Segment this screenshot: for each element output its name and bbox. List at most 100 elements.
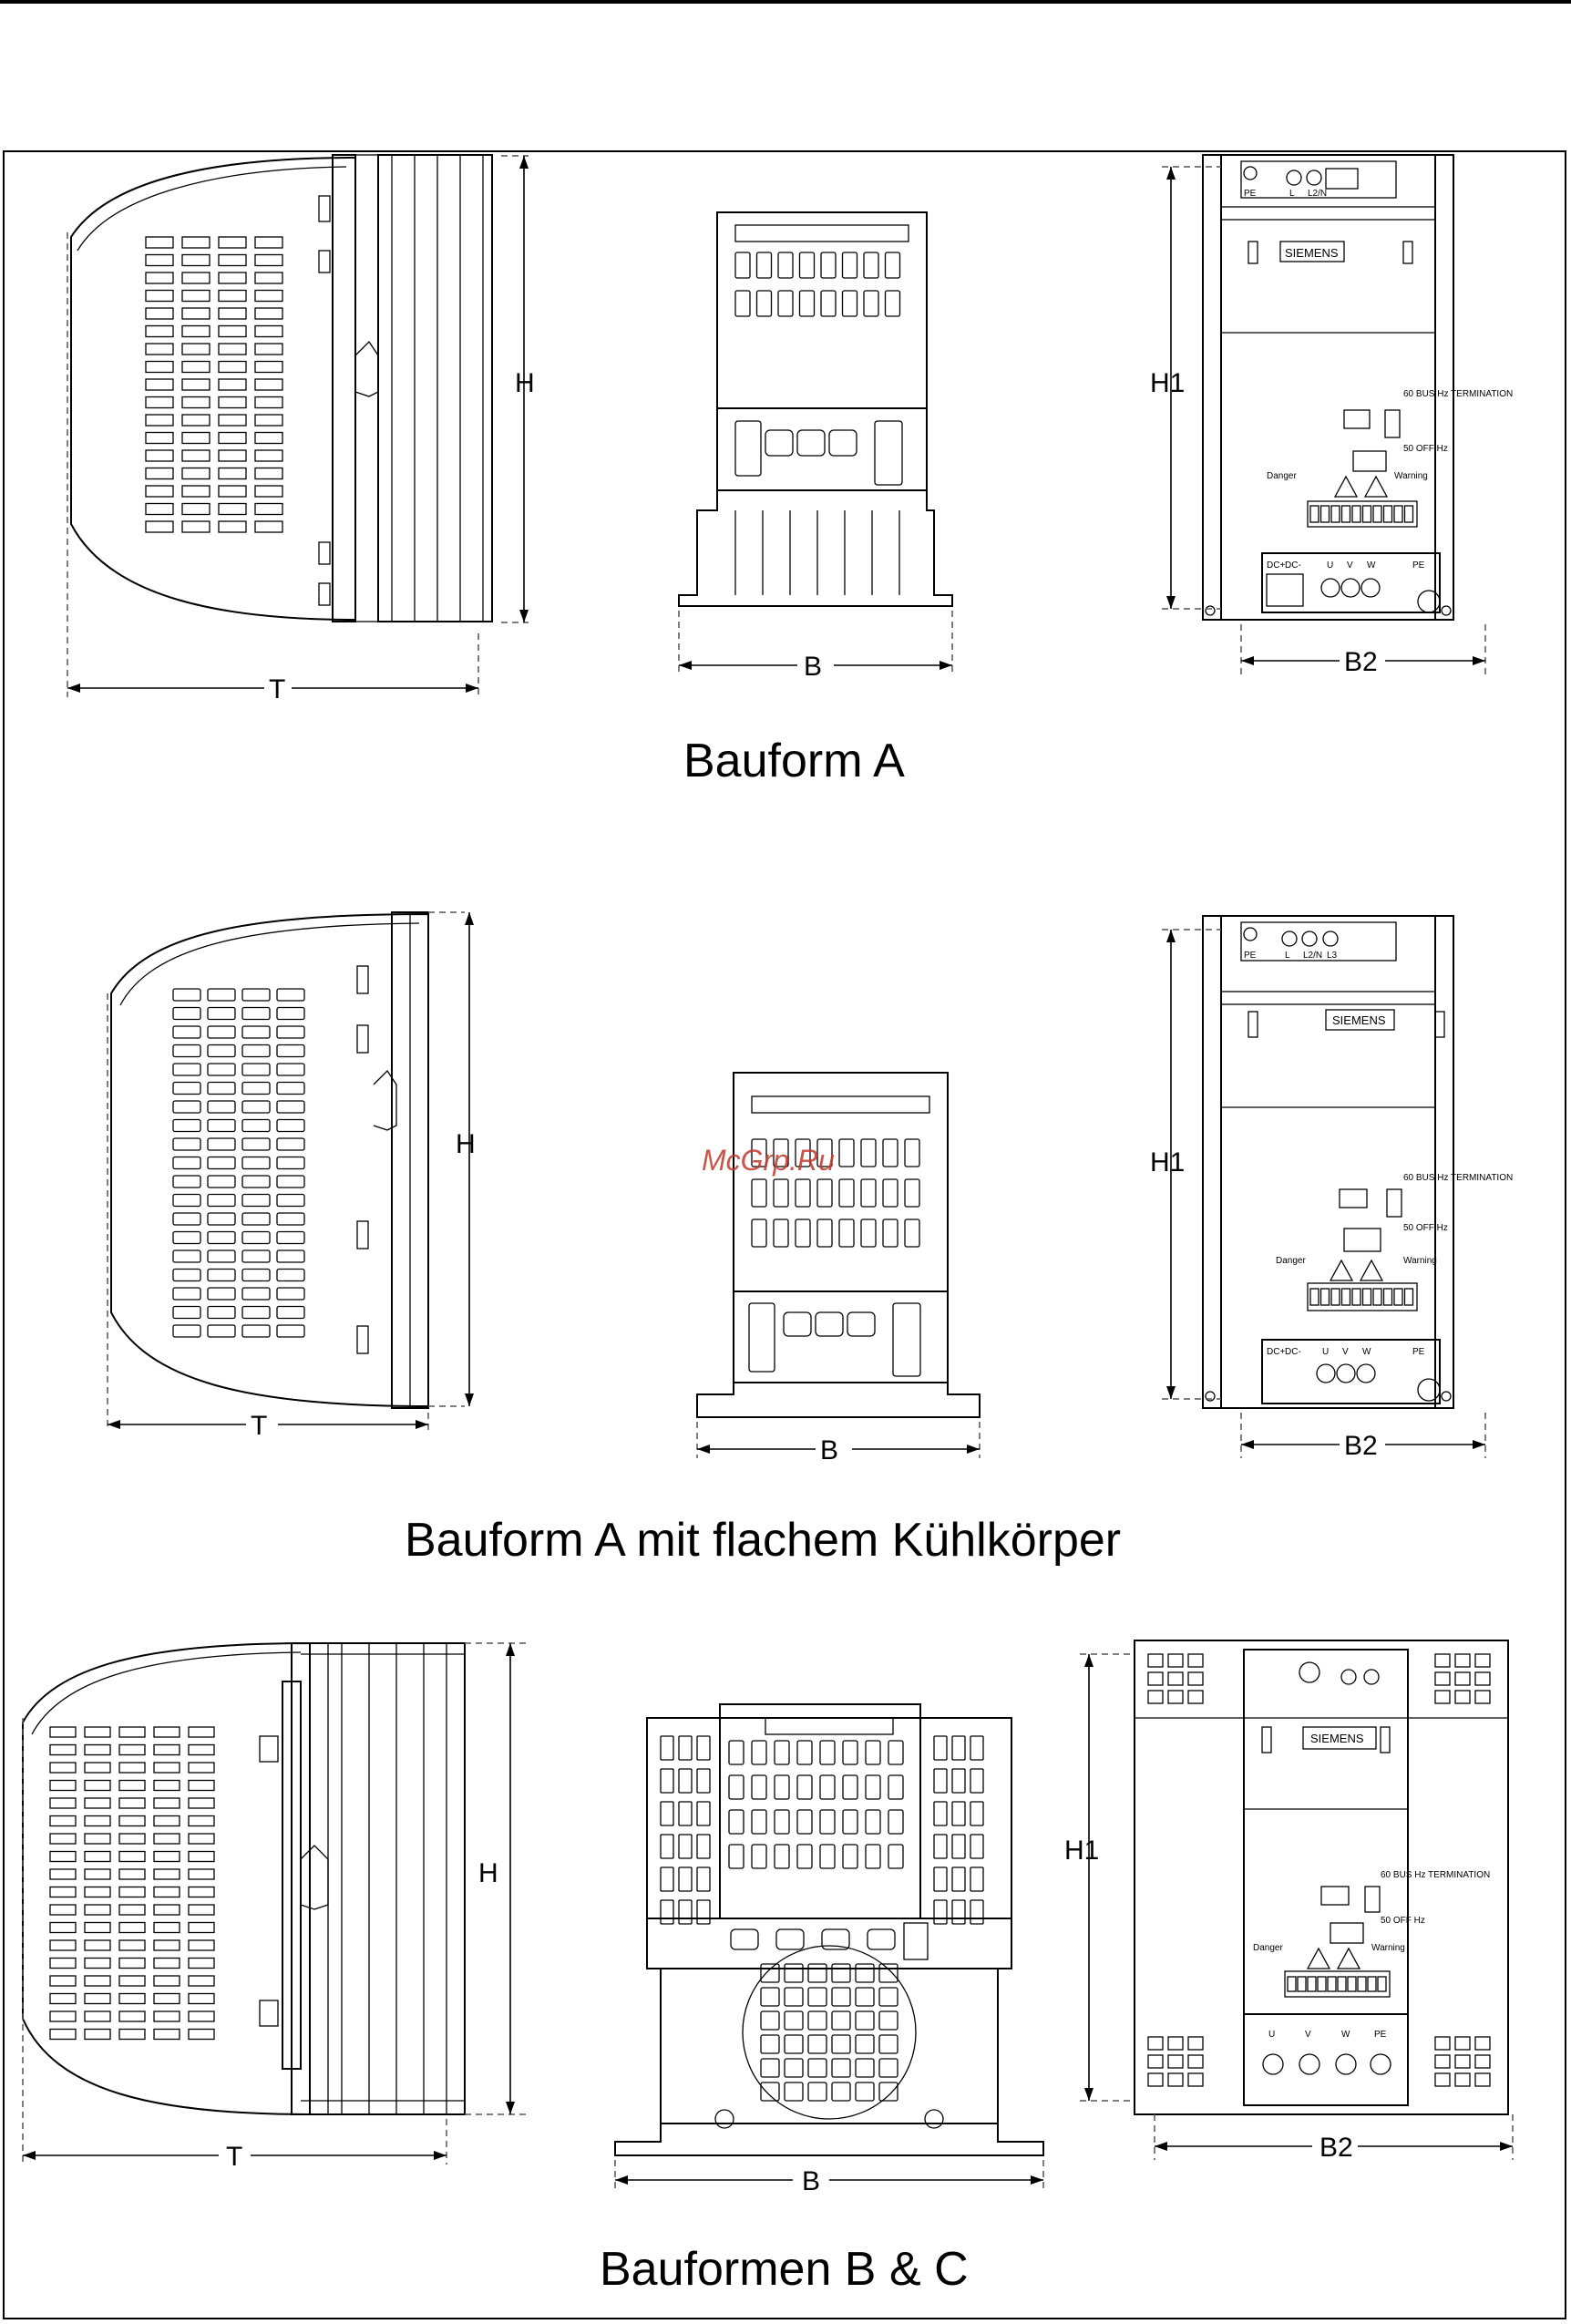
vent-slot: [181, 449, 210, 462]
vent-slot: [145, 502, 174, 516]
vent-slot: [84, 2010, 111, 2022]
front-vent-slot: [863, 290, 879, 317]
front-vent-slot: [882, 1178, 898, 1208]
side-vent-slot: [933, 1801, 948, 1826]
fan-grille-cell: [831, 2010, 851, 2031]
vent-slot: [241, 1268, 271, 1282]
back-vent-slot: [1474, 2054, 1491, 2069]
front-vent-slot: [773, 1178, 789, 1208]
vent-slot: [118, 2028, 146, 2041]
vent-slot: [254, 396, 283, 409]
terminal-label-dcplus: DC+: [1267, 1347, 1285, 1357]
terminal-label-w: W: [1362, 1347, 1371, 1357]
front-vent-slot: [865, 1844, 881, 1869]
terminal-label-u: U: [1322, 1347, 1329, 1357]
vent-slot: [153, 1992, 180, 2005]
side-vent-slot: [696, 1768, 711, 1794]
front-vent-slot: [820, 290, 837, 317]
side-vent-slot: [933, 1768, 948, 1794]
vent-slot: [254, 431, 283, 445]
fan-grille-cell: [831, 2082, 851, 2102]
front-vent-slot: [841, 252, 858, 279]
vent-slot: [145, 360, 174, 374]
vent-slot: [153, 2028, 180, 2041]
fan-grille-cell: [831, 2034, 851, 2054]
front-vent-slot: [888, 1809, 904, 1835]
terminal-screw: [1403, 1288, 1414, 1306]
vent-slot: [118, 1815, 146, 1827]
vent-slot: [188, 1957, 215, 1969]
terminal-screw: [1340, 1288, 1351, 1306]
front-vent-slot: [734, 252, 751, 279]
fan-grille-cell: [760, 1987, 780, 2007]
vent-slot: [49, 1957, 77, 1969]
vent-slot: [172, 1193, 201, 1208]
front-vent-slot: [728, 1740, 744, 1765]
vent-slot: [254, 502, 283, 516]
back-vent-slot: [1167, 2072, 1184, 2087]
vent-slot: [276, 1230, 305, 1245]
back-vent-slot: [1434, 1653, 1451, 1668]
back-vent-slot: [1187, 2036, 1204, 2051]
side-vent-slot: [951, 1899, 966, 1925]
back-vent-slot: [1167, 1690, 1184, 1704]
terminal-screw: [1382, 1288, 1393, 1306]
vent-slot: [172, 1063, 201, 1076]
front-vent-slot: [774, 1740, 790, 1765]
front-vent-slot: [863, 252, 879, 279]
side-vent-slot: [678, 1768, 693, 1794]
bauform-bc-front-view: B: [614, 1703, 1044, 2196]
vent-slot: [145, 324, 174, 338]
section-title-bauform-a: Bauform A: [683, 735, 905, 787]
dimension-label-b2: B2: [1344, 647, 1378, 677]
front-vent-slot: [774, 1774, 790, 1800]
terminal-screw: [1361, 1288, 1372, 1306]
fan-grille-cell: [878, 1987, 898, 2007]
side-vent-slot: [660, 1899, 674, 1925]
vent-slot: [84, 1957, 111, 1969]
vent-slot: [145, 449, 174, 462]
vent-slot: [49, 1886, 77, 1898]
vent-slot: [276, 1025, 305, 1039]
side-vent-slot: [678, 1899, 693, 1925]
front-vent-slot: [865, 1740, 881, 1765]
front-vent-slot: [777, 252, 794, 279]
dimension-label-t: T: [251, 1411, 267, 1441]
vent-slot: [207, 1025, 236, 1039]
vent-slot: [241, 1025, 271, 1039]
vent-slot: [241, 1063, 271, 1076]
vent-slot: [172, 1100, 201, 1114]
vent-slot: [84, 1921, 111, 1934]
back-vent-slot: [1474, 1690, 1491, 1704]
dimension-label-h: H: [478, 1858, 498, 1888]
terminal-screw: [1367, 1976, 1377, 1992]
terminal-label-pe-in: PE: [1244, 189, 1257, 199]
terminal-label-dcminus: DC-: [1285, 1347, 1301, 1357]
side-vent-slot: [970, 1834, 984, 1859]
fan-grille-cell: [831, 1987, 851, 2007]
vent-slot: [84, 1886, 111, 1898]
dimension-label-b2: B2: [1344, 1431, 1378, 1461]
fan-grille-cell: [855, 2082, 875, 2102]
vent-slot: [218, 307, 247, 320]
vent-slot: [188, 1762, 215, 1774]
vent-slot: [188, 1886, 215, 1898]
fan-grille-cell: [760, 2010, 780, 2031]
vent-slot: [276, 1324, 305, 1338]
side-vent-slot: [970, 1866, 984, 1892]
vent-slot: [145, 253, 174, 267]
vent-slot: [218, 520, 247, 533]
terminal-screw: [1319, 1288, 1330, 1306]
bauform-bc-back-view: SIEMENS 60 BUS Hz TERMINATION 50 OFF Hz …: [1064, 1640, 1514, 2163]
warning-label: Warning: [1371, 1943, 1405, 1953]
front-vent-slot: [904, 1178, 920, 1208]
back-vent-slot: [1434, 1690, 1451, 1704]
terminal-screw: [1340, 505, 1351, 523]
front-vent-slot: [888, 1844, 904, 1869]
terminal-label-u: U: [1268, 2030, 1275, 2040]
vent-slot: [181, 520, 210, 533]
vent-slot: [254, 324, 283, 338]
dimension-label-t: T: [226, 2142, 242, 2172]
vent-slot: [207, 988, 236, 1002]
vent-slot: [153, 1779, 180, 1792]
